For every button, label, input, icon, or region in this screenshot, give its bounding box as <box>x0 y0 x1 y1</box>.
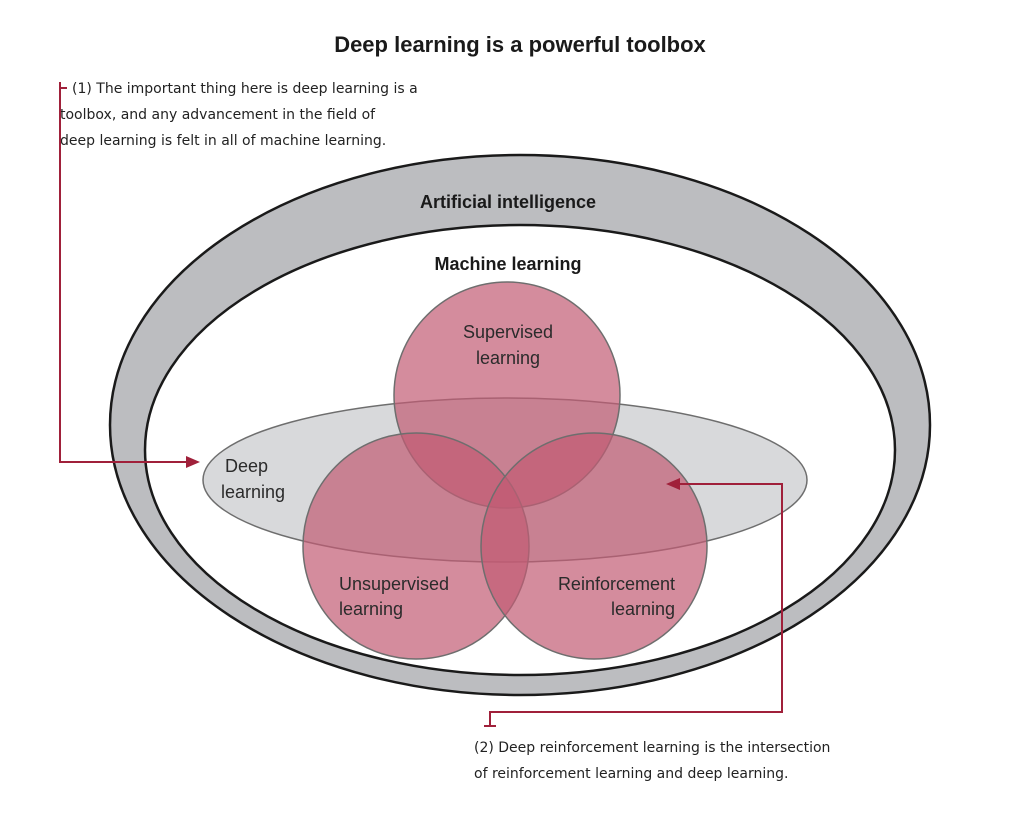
ml-label: Machine learning <box>434 254 581 274</box>
unsupervised-label-line1: Unsupervised <box>339 574 449 594</box>
ai-label: Artificial intelligence <box>420 192 596 212</box>
note1-arrowhead <box>186 456 200 468</box>
note1-line3: deep learning is felt in all of machine … <box>60 133 386 149</box>
note2-arrowhead <box>666 478 680 490</box>
unsupervised-label-line2: learning <box>339 599 403 619</box>
dl-label-line1: Deep <box>225 456 268 476</box>
reinforcement-label-line1: Reinforcement <box>558 574 675 594</box>
note1-line2: toolbox, and any advancement in the fiel… <box>60 107 376 123</box>
note1-line1: (1) The important thing here is deep lea… <box>72 81 418 97</box>
dl-label-line2: learning <box>221 482 285 502</box>
note2-line2: of reinforcement learning and deep learn… <box>474 766 788 782</box>
reinforcement-label-line2: learning <box>611 599 675 619</box>
supervised-label-line1: Supervised <box>463 322 553 342</box>
note1-connector <box>59 82 200 468</box>
diagram-title: Deep learning is a powerful toolbox <box>334 32 706 57</box>
note2-line1: (2) Deep reinforcement learning is the i… <box>474 740 830 756</box>
reinforcement-circle <box>480 432 708 660</box>
note2-connector <box>484 478 783 727</box>
supervised-label-line2: learning <box>476 348 540 368</box>
